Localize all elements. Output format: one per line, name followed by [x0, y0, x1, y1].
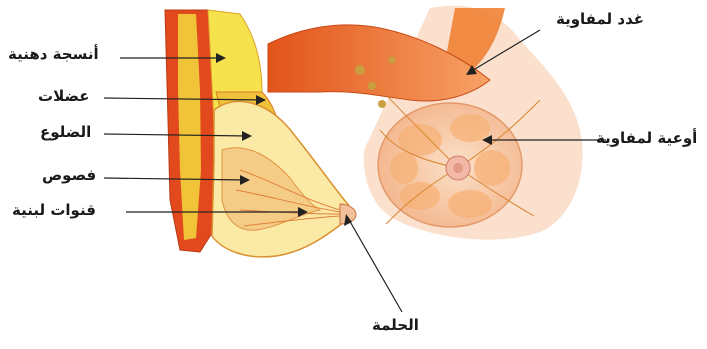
label-ribs: الضلوع	[40, 123, 91, 141]
leader-nipple	[348, 218, 402, 312]
label-lymph-vessels: أوعية لمفاوية	[596, 129, 697, 147]
label-lymph-glands: غدد لمفاوية	[556, 10, 644, 28]
label-muscles: عضلات	[38, 87, 90, 105]
nipple-frontal	[453, 163, 463, 173]
label-lobes: فصوص	[42, 166, 96, 184]
label-milk-ducts: قنوات لبنية	[12, 201, 96, 219]
label-nipple: الحلمة	[372, 316, 419, 334]
label-fat-tissue: أنسجة دهنية	[8, 45, 99, 63]
